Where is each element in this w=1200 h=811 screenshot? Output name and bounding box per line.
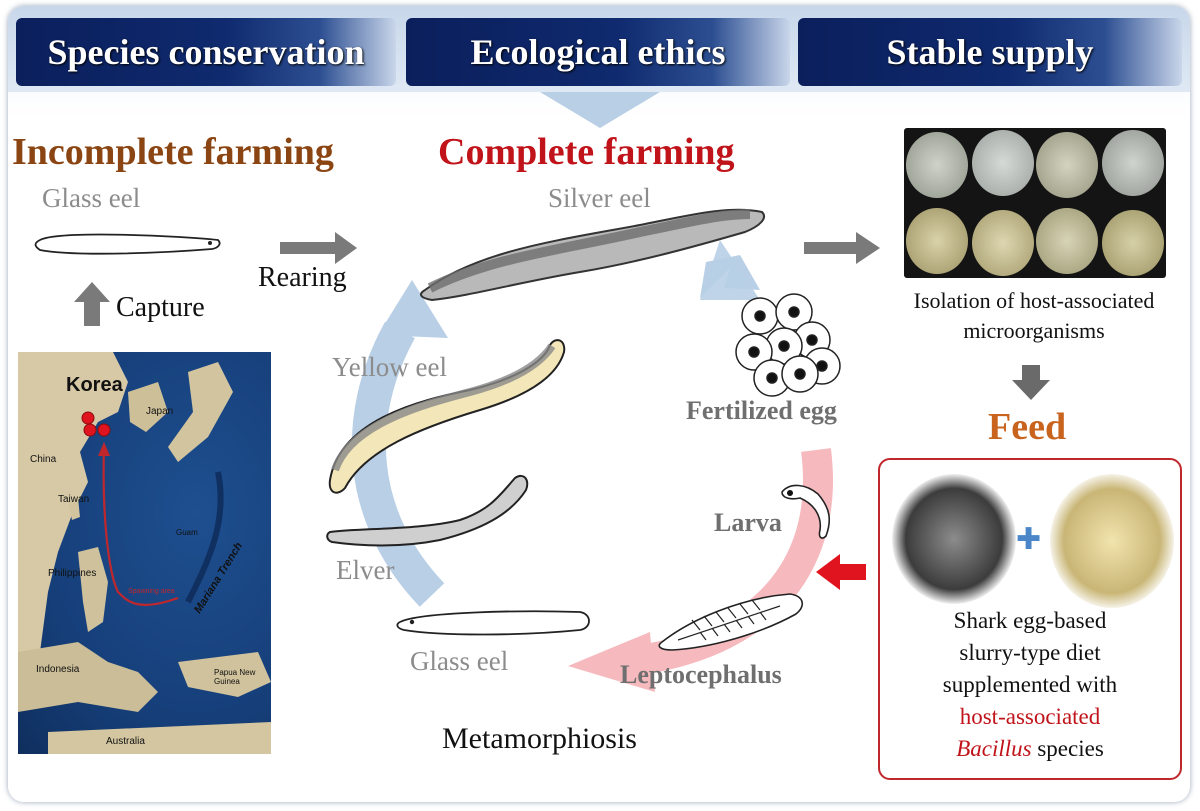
petri-dish bbox=[1102, 210, 1164, 276]
header-ecological-ethics: Ecological ethics bbox=[406, 18, 790, 86]
migration-map: Korea Japan China Taiwan Philippines Gua… bbox=[18, 352, 271, 754]
to-microbes-arrow-icon bbox=[804, 232, 880, 264]
complete-farming-title: Complete farming bbox=[438, 131, 735, 173]
petri-dish bbox=[1036, 132, 1098, 198]
larva-icon bbox=[781, 484, 831, 539]
glass-eel-left-label: Glass eel bbox=[42, 183, 141, 213]
shark-egg-diet-image bbox=[1050, 474, 1174, 608]
cycle-blue-arc bbox=[352, 321, 445, 607]
rearing-label: Rearing bbox=[258, 262, 347, 293]
header-species-conservation: Species conservation bbox=[16, 18, 396, 86]
map-label-guam: Guam bbox=[176, 528, 198, 537]
australia-landmass bbox=[48, 722, 271, 754]
silver-eel-label: Silver eel bbox=[548, 183, 651, 213]
feed-box: ✚ Shark egg-based slurry-type diet suppl… bbox=[878, 458, 1182, 780]
philippines-islands bbox=[78, 547, 108, 632]
fertilized-egg-label: Fertilized egg bbox=[686, 396, 837, 425]
glass-eel-cycle-icon bbox=[396, 610, 590, 636]
feed-line3: supplemented with bbox=[942, 672, 1118, 697]
fertilized-eggs-icon bbox=[735, 293, 841, 397]
petri-dish-photo bbox=[904, 128, 1166, 278]
map-label-indonesia: Indonesia bbox=[36, 664, 80, 675]
rearing-arrow-icon bbox=[280, 232, 357, 264]
petri-dish bbox=[906, 132, 968, 198]
feed-title: Feed bbox=[988, 406, 1067, 448]
plus-icon: ✚ bbox=[1016, 523, 1042, 556]
papua-island bbox=[178, 652, 271, 697]
petri-dish bbox=[972, 130, 1034, 196]
larva-label: Larva bbox=[714, 508, 782, 537]
map-label-spawning: Spawning area bbox=[128, 588, 175, 595]
japan-islands bbox=[168, 362, 233, 462]
elver-icon bbox=[326, 474, 529, 547]
capture-arrow-icon bbox=[74, 282, 110, 326]
petri-dish bbox=[1102, 130, 1164, 196]
map-label-papua: Papua New Guinea bbox=[214, 668, 256, 686]
bacillus-italic: Bacillus bbox=[956, 736, 1032, 761]
incomplete-farming-title: Incomplete farming bbox=[12, 131, 334, 173]
silver-eel-icon bbox=[420, 208, 765, 302]
bacillus-sem-image bbox=[892, 474, 1016, 604]
taiwan-island bbox=[68, 498, 80, 520]
feed-line4: host-associated bbox=[959, 704, 1101, 729]
metamorphosis-label: Metamorphiosis bbox=[442, 722, 637, 755]
leptocephalus-label: Leptocephalus bbox=[620, 660, 782, 689]
indonesia-islands bbox=[18, 642, 158, 712]
petri-dish bbox=[972, 210, 1034, 276]
map-label-japan: Japan bbox=[146, 406, 174, 417]
asia-landmass bbox=[18, 352, 128, 682]
glass-eel-cycle-label: Glass eel bbox=[410, 646, 509, 676]
feed-red-arrow-icon bbox=[816, 554, 866, 590]
yellow-eel-label: Yellow eel bbox=[332, 352, 448, 382]
cycle-blue-arrowhead-icon bbox=[378, 280, 448, 338]
species-text: species bbox=[1031, 736, 1104, 761]
map-label-australia: Australia bbox=[106, 736, 145, 747]
isolation-line1: Isolation of host-associated bbox=[913, 288, 1155, 313]
top-down-arrow-icon bbox=[540, 92, 660, 128]
header-stable-supply: Stable supply bbox=[798, 18, 1182, 86]
elver-label: Elver bbox=[336, 555, 395, 585]
petri-dish bbox=[1036, 208, 1098, 274]
to-feed-arrow-icon bbox=[1012, 365, 1050, 400]
glass-eel-left-icon bbox=[34, 233, 221, 255]
feed-line1: Shark egg-based bbox=[953, 608, 1107, 633]
capture-label: Capture bbox=[116, 292, 205, 323]
map-label-korea: Korea bbox=[66, 374, 123, 396]
isolation-line2: microorganisms bbox=[963, 318, 1105, 343]
feed-line2: slurry-type diet bbox=[959, 640, 1101, 665]
map-label-china: China bbox=[30, 454, 57, 465]
map-label-philippines: Philippines bbox=[48, 568, 97, 579]
cycle-pink-arrowhead-icon bbox=[568, 632, 655, 692]
petri-dish bbox=[906, 208, 968, 274]
map-label-taiwan: Taiwan bbox=[58, 494, 90, 505]
feed-line5: Bacillus species bbox=[880, 736, 1180, 762]
korea-peninsula bbox=[128, 382, 168, 432]
